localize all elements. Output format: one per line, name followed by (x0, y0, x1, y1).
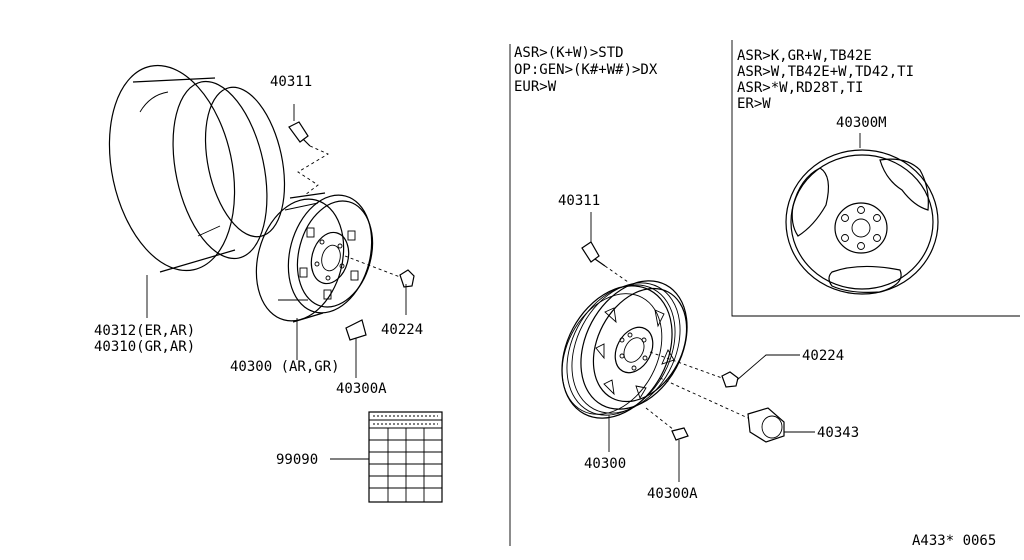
footer-code: A433* 0065 (912, 533, 996, 549)
tire-illustration (108, 64, 286, 273)
wheel-nut-icon (399, 269, 415, 315)
valve-stem-icon (288, 104, 311, 147)
middle-weight-dashed-leader (645, 407, 675, 431)
left-tire-label-1: 40312(ER,AR) (94, 323, 195, 339)
alloy-wheel-icon (785, 149, 939, 295)
alloy-wheel-label: 40300M (836, 115, 887, 131)
middle-cap-label: 40343 (817, 425, 859, 441)
middle-nut-label: 40224 (802, 348, 844, 364)
right-header-line-3: ASR>*W,RD28T,TI (737, 80, 863, 96)
middle-valve-label: 40311 (558, 193, 600, 209)
valve-dashed-leader (297, 145, 329, 196)
left-valve-label: 40311 (270, 74, 312, 90)
left-weight-label: 40300A (336, 381, 387, 397)
nut-dashed-leader-left (344, 255, 401, 278)
alloy-variant-box: ASR>K,GR+W,TB42E ASR>W,TB42E+W,TD42,TI A… (731, 40, 1020, 317)
middle-header-line-1: ASR>(K+W)>STD (514, 45, 624, 61)
right-header-line-1: ASR>K,GR+W,TB42E (737, 48, 872, 64)
right-header-line-2: ASR>W,TB42E+W,TD42,TI (737, 64, 914, 80)
middle-weight-label: 40300A (647, 486, 698, 502)
left-nut-label: 40224 (381, 322, 423, 338)
wheel-nut-icon-middle (721, 354, 800, 388)
label-plate-icon (368, 411, 443, 503)
left-label-plate-label: 99090 (276, 452, 318, 468)
middle-header-line-3: EUR>W (514, 79, 557, 95)
middle-wheel-label: 40300 (584, 456, 626, 472)
valve-stem-icon-middle (581, 241, 606, 267)
wheel-illustration-left (255, 192, 374, 323)
middle-cap-dashed-leader (659, 377, 749, 419)
middle-header-line-2: OP:GEN>(K#+W#)>DX (514, 62, 658, 78)
middle-nut-dashed-leader (649, 351, 723, 379)
middle-valve-dashed-leader (604, 265, 629, 283)
right-header-line-4: ER>W (737, 96, 771, 112)
balance-weight-icon-middle (671, 427, 689, 482)
wheel-illustration-middle (561, 280, 688, 419)
center-cap-icon (747, 407, 815, 443)
balance-weight-icon (345, 319, 367, 378)
left-wheel-label: 40300 (AR,GR) (230, 359, 340, 375)
left-tire-label-2: 40310(GR,AR) (94, 339, 195, 355)
